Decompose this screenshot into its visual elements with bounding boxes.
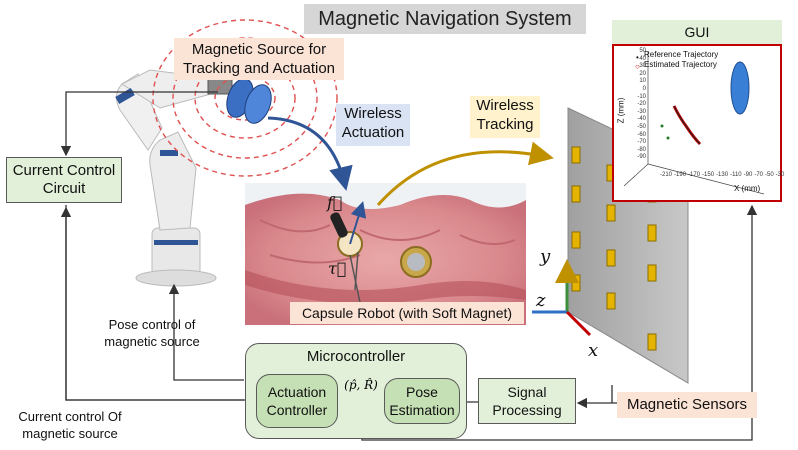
gui-title: GUI (612, 20, 782, 44)
torque-symbol: τ⃗ (328, 259, 347, 278)
axis-z-label: z (536, 290, 546, 311)
x-tick: -130 (716, 172, 729, 178)
sensor-axes (532, 259, 592, 337)
z-tick: -30 (637, 108, 646, 115)
current-control-circuit: Current Control Circuit (6, 157, 122, 203)
x-tick: -110 (730, 172, 742, 178)
z-tick: -40 (637, 116, 646, 123)
stomach-image (245, 183, 526, 325)
magnet-cylinder (226, 78, 272, 124)
magnetic-sensors-label: Magnetic Sensors (617, 392, 757, 418)
page-title: Magnetic Navigation System (304, 4, 586, 34)
x-tick: -50 (765, 172, 774, 178)
x-tick: -170 (688, 172, 701, 178)
x-tick: -150 (702, 172, 715, 178)
z-axis-label: Z (mm) (616, 97, 626, 124)
microcontroller-title: Microcontroller (306, 348, 406, 365)
legend-estimated-marker: ○ (635, 62, 640, 71)
z-tick: -70 (637, 139, 646, 146)
z-tick: 50 (639, 48, 646, 54)
wireless-tracking-label: Wireless Tracking (470, 96, 540, 138)
actuation-arrow (267, 116, 353, 191)
z-tick: -80 (637, 146, 646, 153)
z-tick: -50 (637, 123, 646, 130)
tracking-arrow (376, 141, 554, 206)
wireless-actuation-label: Wireless Actuation (336, 104, 410, 146)
x-tick-labels: -210-190-170-150-130-110-90-70-50-30 (660, 172, 784, 178)
legend-estimated: Estimated Trajectory (644, 60, 717, 69)
z-tick: 0 (642, 85, 646, 92)
capsule-robot-label: Capsule Robot (with Soft Magnet) (290, 302, 524, 324)
actuation-controller-box: Actuation Controller (256, 374, 338, 428)
z-tick: -10 (637, 93, 646, 100)
pose-symbol: (p̂, R̂) (344, 378, 378, 392)
x-axis-label: X (mm) (734, 184, 761, 193)
legend-reference: Reference Trajectory (644, 50, 719, 59)
z-tick: 40 (639, 55, 646, 62)
z-tick: 20 (639, 70, 646, 77)
pose-estimation-box: Pose Estimation (384, 378, 460, 424)
x-tick: -190 (674, 172, 687, 178)
pose-control-label: Pose control of magnetic source (104, 317, 200, 349)
z-tick: -90 (637, 154, 646, 161)
x-tick: -90 (743, 172, 753, 178)
x-tick: -70 (754, 172, 763, 178)
axis-x-label: x (588, 340, 599, 361)
signal-processing-box: Signal Processing (478, 378, 576, 424)
magnetic-source-label: Magnetic Source for Tracking and Actuati… (174, 38, 344, 80)
current-control-label: Current control Of magnetic source (18, 409, 122, 441)
z-tick: -20 (637, 101, 646, 108)
magnetic-field-lines (152, 19, 338, 177)
legend-reference-marker: • (636, 53, 639, 62)
force-symbol: f⃗ (327, 193, 343, 212)
microcontroller-box: Microcontroller Actuation Controller Pos… (245, 343, 467, 439)
x-tick: -30 (775, 172, 785, 178)
x-tick: -210 (660, 172, 673, 178)
gui-plot (623, 52, 765, 195)
gui-panel: Reference Trajectory Estimated Trajector… (612, 44, 784, 202)
z-tick: 30 (639, 63, 646, 70)
z-tick: -60 (637, 131, 646, 138)
z-tick: 10 (639, 78, 646, 85)
axis-y-label: y (540, 246, 551, 267)
